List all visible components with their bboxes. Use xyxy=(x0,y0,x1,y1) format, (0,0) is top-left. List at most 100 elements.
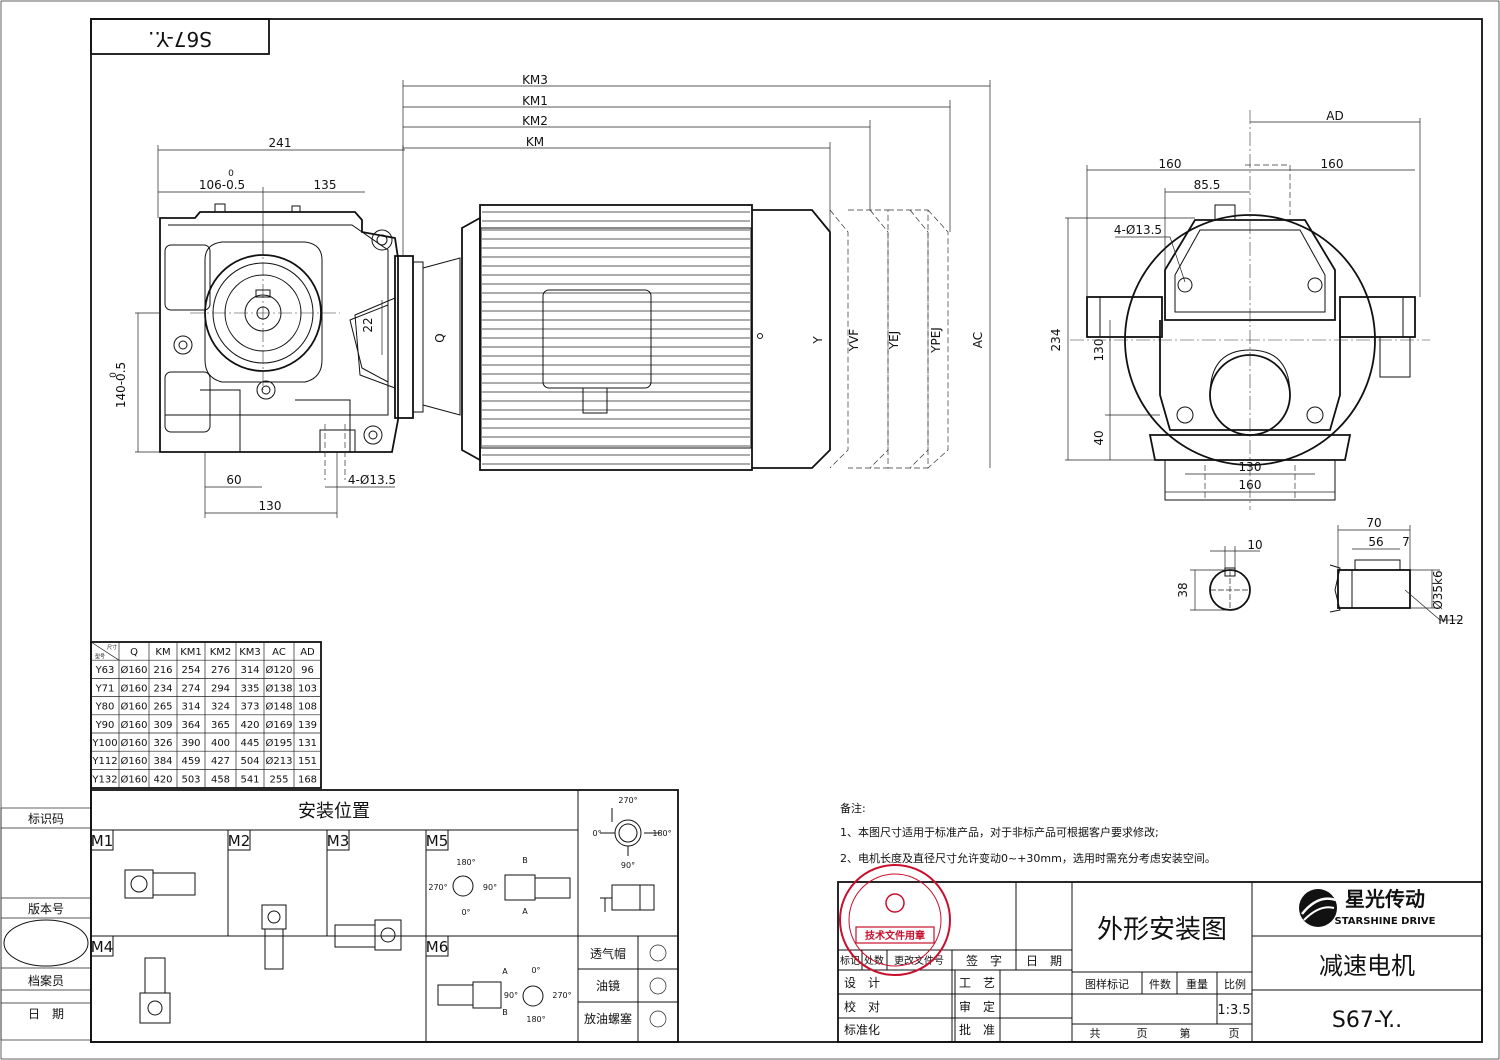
sketch-m5 xyxy=(452,874,571,901)
m6-angle-270: 270° xyxy=(552,991,571,1000)
dim-km2: KM2 xyxy=(522,114,548,128)
table-cell: 151 xyxy=(298,756,317,767)
table-cell: 216 xyxy=(153,665,172,676)
table-cell: Ø160 xyxy=(121,755,148,767)
table-cell: Ø160 xyxy=(121,719,148,731)
model-number: S67-Y.. xyxy=(1332,1008,1402,1033)
strip-label-3: 日 期 xyxy=(28,1007,64,1021)
side-angle-180: 180° xyxy=(652,829,671,838)
table-cell: 400 xyxy=(211,738,230,749)
rev-header-date: 日 期 xyxy=(1026,954,1062,968)
strip-label-2: 档案员 xyxy=(28,973,64,988)
rev-header-count: 处数 xyxy=(864,954,884,967)
table-cell: Y80 xyxy=(95,702,115,713)
motor-dimensions: KM3 KM1 KM2 KM Y YVF YEJ YPEJ AC xyxy=(402,73,991,468)
table-cell: 364 xyxy=(181,720,200,731)
letter-a-m6: A xyxy=(502,967,508,976)
info-count: 件数 xyxy=(1149,978,1171,991)
pos-m2: M2 xyxy=(228,832,251,850)
table-header-cell: Q xyxy=(130,647,138,658)
note-2: 2、电机长度及直径尺寸允许变动0~+30mm，选用时需充分考虑安装空间。 xyxy=(840,851,1216,865)
table-cell: 326 xyxy=(153,738,172,749)
dim-130-vertical: 130 xyxy=(1092,339,1106,362)
info-drawing-mark: 图样标记 xyxy=(1085,977,1129,991)
dim-130: 130 xyxy=(259,499,282,513)
table-cell: 255 xyxy=(269,774,288,785)
m6-angle-90: 90° xyxy=(504,991,518,1000)
dim-106-sup: 0 xyxy=(228,169,234,179)
info-scale: 比例 xyxy=(1224,977,1246,991)
pos-m3: M3 xyxy=(327,832,350,850)
dim-140: 140-0.5 xyxy=(114,362,128,408)
m5-angle-90: 90° xyxy=(483,883,497,892)
table-cell: 420 xyxy=(240,720,259,731)
dim-ypej: YPEJ xyxy=(929,327,943,354)
table-cell: 168 xyxy=(298,774,317,785)
dim-38: 38 xyxy=(1176,582,1190,597)
dim-160-horizontal: 160 xyxy=(1239,478,1262,492)
table-cell: Ø169 xyxy=(266,719,293,731)
table-cell: Ø195 xyxy=(266,737,293,749)
dim-yej: YEJ xyxy=(887,331,901,350)
drawing-name: 外形安装图 xyxy=(1097,915,1227,945)
sketch-m1 xyxy=(124,869,196,899)
dim-70: 70 xyxy=(1366,516,1381,530)
table-cell: Ø138 xyxy=(266,682,293,694)
company-name-cn: 星光传动 xyxy=(1345,887,1425,911)
table-cell: Ø160 xyxy=(121,701,148,713)
table-cell: Ø213 xyxy=(266,755,293,767)
footer-total: 共 xyxy=(1090,1027,1101,1040)
table-cell: 458 xyxy=(211,774,230,785)
dim-4-d13-side: 4-Ø13.5 xyxy=(1114,223,1162,237)
table-header-cell: AC xyxy=(272,647,286,658)
dim-km1: KM1 xyxy=(522,94,548,108)
title-block: 外形安装图 星光传动 STARSHINE DRIVE 减速电机 S67-Y.. … xyxy=(837,864,1483,1043)
table-cell: Ø120 xyxy=(266,664,293,676)
m5-angle-270: 270° xyxy=(428,883,447,892)
dim-85-5: 85.5 xyxy=(1194,178,1221,192)
strip-label-1: 版本号 xyxy=(28,902,64,916)
table-cell: Ø148 xyxy=(266,701,293,713)
dim-10: 10 xyxy=(1247,538,1262,552)
letter-b-m5: B xyxy=(522,856,528,865)
shaft-end-detail: 70 56 7 Ø35k6 M12 xyxy=(1329,516,1464,627)
dim-q: Q xyxy=(433,333,447,342)
dim-ad: AD xyxy=(1326,109,1343,123)
table-cell: 324 xyxy=(211,702,230,713)
dim-ac: AC xyxy=(971,332,985,348)
table-cell: Ø160 xyxy=(121,737,148,749)
table-cell: Ø160 xyxy=(121,773,148,785)
pos-m4: M4 xyxy=(91,938,114,956)
dim-22: 22 xyxy=(361,317,375,332)
sketch-m4 xyxy=(139,957,171,1024)
table-header-cell: KM xyxy=(155,647,170,658)
table-header-cell: KM2 xyxy=(210,647,232,658)
row-standard: 标准化 xyxy=(844,1023,880,1037)
sketch-m2 xyxy=(261,904,287,970)
dim-56: 56 xyxy=(1368,535,1383,549)
side-angle-90: 90° xyxy=(621,861,635,870)
table-header-cell: KM1 xyxy=(180,647,202,658)
legend-breather: 透气帽 xyxy=(590,946,626,961)
dim-234: 234 xyxy=(1049,329,1063,352)
table-cell: Y63 xyxy=(95,665,115,676)
left-strip: 标识码 版本号 档案员 日 期 xyxy=(0,807,92,1041)
shaft-section-detail: 10 38 xyxy=(1176,538,1263,611)
row-check: 校 对 xyxy=(844,999,880,1014)
row-design: 设 计 xyxy=(844,976,880,990)
role-review: 审 定 xyxy=(959,999,995,1014)
role-approve: 批 准 xyxy=(959,1022,995,1037)
sketch-m3 xyxy=(334,919,402,951)
table-cell: 276 xyxy=(211,665,230,676)
m6-angle-180: 180° xyxy=(526,1015,545,1024)
table-cell: 445 xyxy=(240,738,259,749)
dim-130-horizontal: 130 xyxy=(1239,460,1262,474)
m6-angle-0: 0° xyxy=(531,966,540,975)
legend-drain-plug: 放油螺塞 xyxy=(584,1011,632,1026)
model-mirror-label: S67-Y.. xyxy=(148,27,212,51)
company-name-en: STARSHINE DRIVE xyxy=(1335,916,1436,927)
pos-m6: M6 xyxy=(426,938,449,956)
dim-40: 40 xyxy=(1092,430,1106,445)
table-corner-bottom: 型号 xyxy=(95,653,105,660)
